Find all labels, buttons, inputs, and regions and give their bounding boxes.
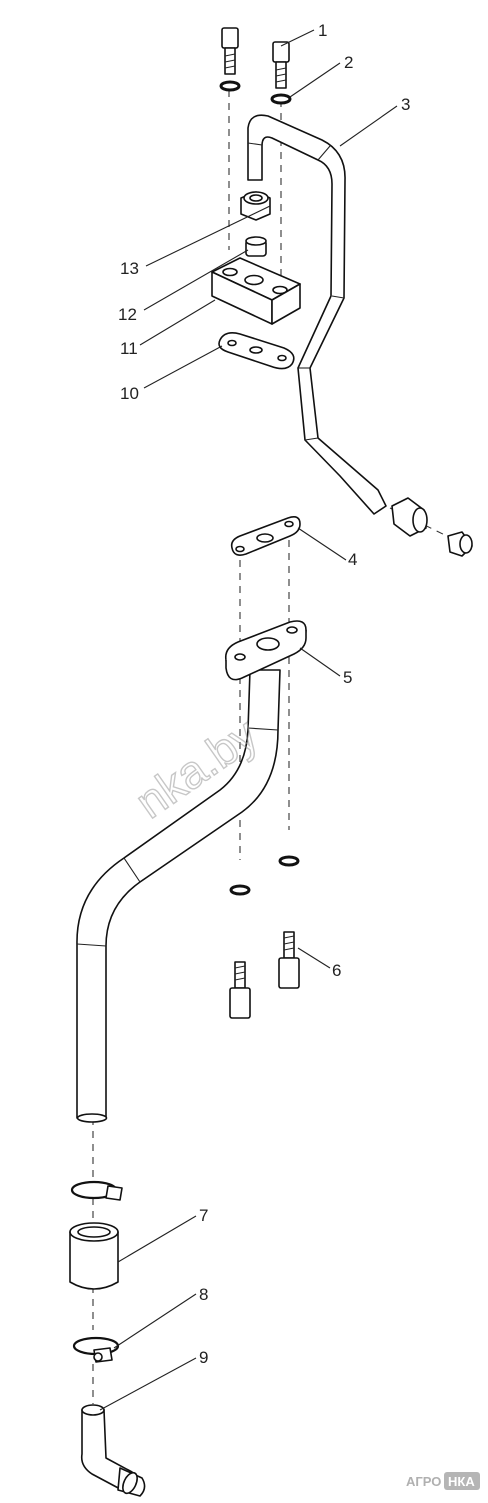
callout-number: 12 [118, 305, 137, 324]
logo-left-text: АГРО [406, 1474, 441, 1489]
callout-number: 2 [344, 53, 353, 72]
gasket-flange [230, 516, 301, 556]
washer [219, 80, 241, 92]
leader-line [113, 1293, 197, 1349]
olive-sleeve [245, 236, 267, 257]
rubber-hose [69, 1222, 119, 1290]
leader-line [145, 205, 271, 267]
leader-line [99, 1357, 197, 1411]
tube-end [76, 1113, 108, 1123]
callout-number: 11 [120, 339, 138, 358]
washer [270, 93, 292, 105]
callout-number: 1 [318, 21, 327, 40]
leader-line [117, 1215, 197, 1263]
flange [224, 620, 307, 681]
logo-box-text: НКА [448, 1474, 475, 1489]
callout-number: 8 [199, 1285, 208, 1304]
leader-line [299, 647, 341, 677]
callout-number: 6 [332, 961, 341, 980]
callout-number: 9 [199, 1348, 208, 1367]
callout-number: 5 [343, 668, 352, 687]
brand-logo: АГРО НКА [406, 1472, 480, 1490]
callout-number: 13 [120, 259, 139, 278]
leader-line [139, 299, 216, 346]
washer [229, 884, 251, 896]
tube-sleeve [447, 531, 473, 557]
washer [278, 855, 300, 867]
leader-line [143, 249, 249, 311]
cap-screw-left [221, 27, 239, 75]
hose-clamp-lower [72, 1336, 120, 1363]
union-nut [240, 191, 271, 221]
leader-line [297, 947, 331, 969]
gasket-top [218, 332, 295, 370]
stud-left [229, 961, 251, 1019]
leader-line [143, 345, 223, 389]
callout-number: 3 [401, 95, 410, 114]
elbow-fitting [80, 1404, 146, 1497]
callout-number: 10 [120, 384, 139, 403]
callout-number: 4 [348, 550, 357, 569]
distribution-block [211, 257, 301, 325]
callout-number: 7 [199, 1206, 208, 1225]
leader-line [289, 62, 341, 98]
leader-line [297, 527, 347, 561]
tube-upper [247, 114, 387, 515]
leader-line [339, 105, 398, 147]
hose-clamp-upper [70, 1180, 123, 1201]
leader-line [280, 29, 315, 47]
tube-nut [391, 497, 428, 537]
cap-screw-right [272, 41, 290, 89]
stud-right [278, 931, 300, 989]
